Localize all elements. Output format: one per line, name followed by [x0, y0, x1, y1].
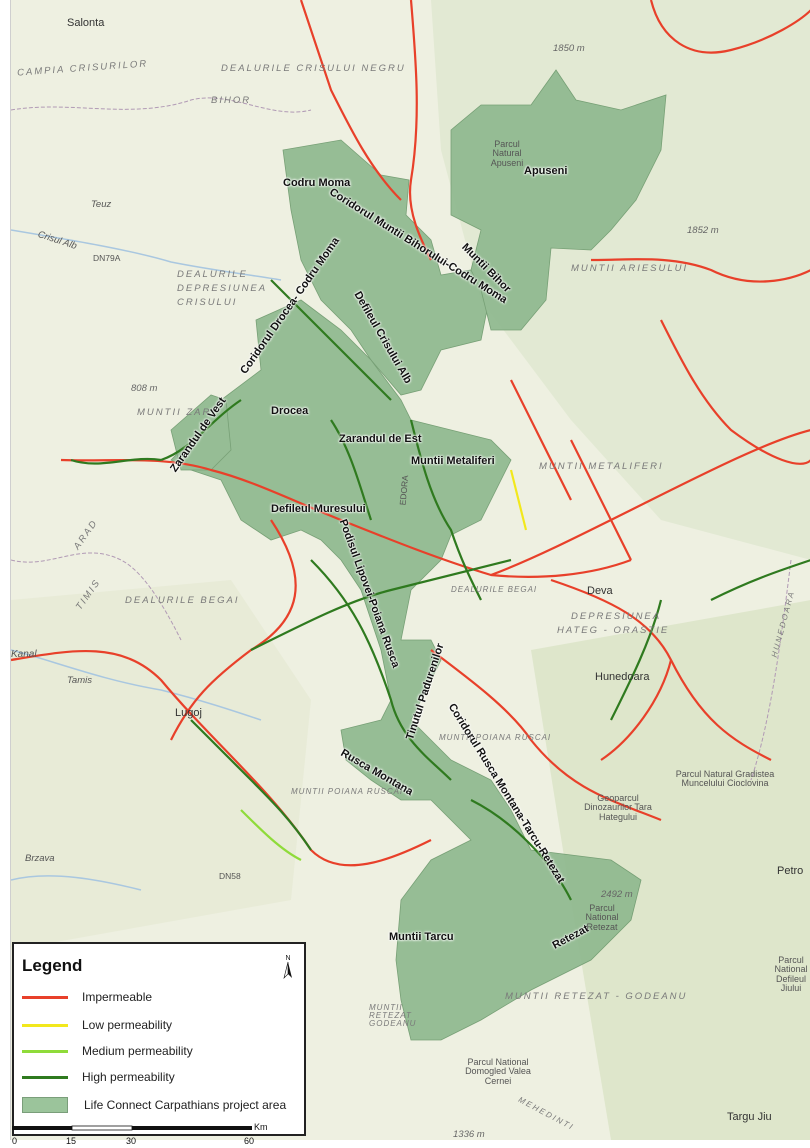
town-label: Petro [777, 865, 804, 877]
region-label: MUNTII POIANA RUSCAI [439, 733, 552, 742]
region-label: MUNTII RETEZAT GODEANU [369, 1003, 417, 1028]
town-label: Salonta [67, 17, 105, 29]
elevation-label: 1850 m [553, 43, 585, 54]
legend-panel: Legend N Impermeable Low permeability Me… [12, 942, 306, 1136]
region-label: HATEG - ORASTIE [557, 625, 670, 636]
region-label: MUNTII ZAR [137, 407, 212, 418]
legend-item-medium: Medium permeability [22, 1042, 193, 1060]
area-label-drocea: Drocea [271, 405, 309, 417]
region-label: DEPRESIUNEA [177, 283, 268, 294]
region-label: MUNTII ARIESULUI [571, 263, 689, 274]
park-label: Parcul National Defileul Jiului [774, 955, 808, 994]
park-label: Parcul National Retezat [585, 903, 619, 932]
legend-item-project-area: Life Connect Carpathians project area [22, 1096, 286, 1114]
north-arrow-icon: N [280, 952, 296, 980]
town-label: Hunedoara [595, 671, 650, 683]
park-label: Parcul National Domogled Valea Cernei [465, 1057, 531, 1086]
river-label: Brzava [25, 853, 55, 864]
area-label-apuseni: Apuseni [524, 165, 568, 177]
elevation-label: 808 m [131, 383, 158, 394]
plain-shading [11, 580, 311, 950]
legend-swatch [22, 1049, 68, 1053]
legend-label: Low permeability [82, 1018, 173, 1032]
legend-title: Legend [22, 956, 83, 975]
region-label: DEALURILE [177, 269, 248, 280]
park-label: Geoparcul Dinozaurilor Tara Hategului [584, 793, 652, 822]
river [11, 875, 142, 891]
area-main-corridor [170, 299, 642, 1041]
scale-tick: 0 [12, 1136, 18, 1146]
legend-item-high: High permeability [22, 1068, 175, 1086]
area-apuseni-bihor [450, 69, 667, 331]
region-label: DEALURILE CRISULUI NEGRU [221, 63, 406, 74]
region-label: MUNTII POIANA RUSCAI [291, 787, 404, 796]
area-label-defileul-muresului: Defileul Muresului [271, 503, 366, 515]
town-label: Deva [587, 585, 613, 597]
legend-swatch [22, 1023, 68, 1027]
area-label-muntii-tarcu: Muntii Tarcu [389, 931, 454, 943]
project-area [170, 69, 667, 1041]
region-label: DEALURILE BEGAI [451, 585, 538, 594]
area-label-zarandul-est: Zarandul de Est [339, 433, 422, 445]
scale-tick: 15 [66, 1136, 77, 1146]
legend-swatch [22, 995, 68, 999]
legend-label: Life Connect Carpathians project area [84, 1098, 287, 1112]
border [750, 559, 792, 781]
legend-label: High permeability [82, 1070, 175, 1084]
scale-unit: Km [254, 1122, 268, 1132]
legend-item-low: Low permeability [22, 1016, 172, 1034]
park-label: Parcul Natural Apuseni [490, 139, 524, 168]
border [11, 97, 312, 113]
road-label: DN58 [219, 871, 241, 881]
area-label-muntii-metaliferi: Muntii Metaliferi [411, 455, 495, 467]
area-codru-moma [282, 139, 490, 396]
region-label: CRISULUI [177, 297, 238, 308]
river [11, 229, 282, 281]
elevation-label: 1336 m [453, 1129, 485, 1140]
road-network [11, 0, 810, 901]
region-label: MUNTII METALIFERI [539, 461, 664, 472]
legend-swatch [22, 1097, 68, 1113]
region-label: BIHOR [211, 95, 252, 106]
border [11, 552, 182, 641]
mountain-shading [531, 600, 810, 1140]
elevation-label: 1852 m [687, 225, 719, 236]
legend-label: Impermeable [82, 990, 153, 1004]
road-label: DN79A [93, 253, 121, 263]
river-label: Tamis [67, 675, 92, 686]
area-label-codru-moma: Codru Moma [283, 177, 351, 189]
canal-label: Kanal [11, 649, 37, 660]
town-label: Teuz [91, 199, 112, 210]
park-label: Parcul Natural Gradistea Muncelului Cioc… [675, 769, 775, 789]
region-label: MUNTII RETEZAT - GODEANU [505, 991, 688, 1002]
town-label: Targu Jiu [727, 1111, 772, 1123]
legend-swatch [22, 1075, 68, 1079]
legend-item-impermeable: Impermeable [22, 988, 152, 1006]
legend-label: Medium permeability [82, 1044, 193, 1058]
river [11, 649, 262, 721]
elevation-label: 2492 m [601, 889, 633, 900]
scale-tick: 30 [126, 1136, 137, 1146]
town-label: Lugoj [175, 707, 202, 719]
svg-text:N: N [285, 955, 290, 962]
scale-tick: 60 [244, 1136, 255, 1146]
map-view[interactable]: Codru Moma Apuseni Coridorul Muntii Biho… [10, 0, 810, 1140]
region-label: DEPRESIUNEA [571, 611, 662, 622]
scale-bar: 0 15 30 60 Km [12, 1122, 282, 1146]
region-label: DEALURILE BEGAI [125, 595, 240, 606]
